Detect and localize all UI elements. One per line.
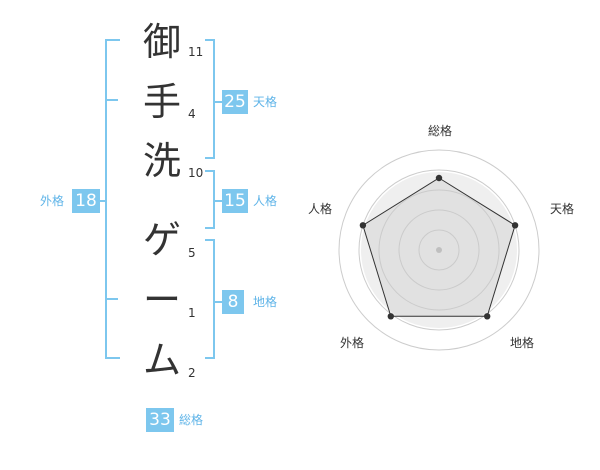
- radar-point-1: [435, 174, 443, 182]
- jinkaku-value-badge: 15: [222, 189, 248, 213]
- radar-axis-label-jinkaku: 人格: [308, 202, 333, 216]
- stroke-count-5: 1: [188, 306, 196, 320]
- name-char-4: ゲ: [142, 218, 181, 262]
- radar-ring-5: [418, 229, 460, 271]
- name-char-1: 御: [142, 20, 181, 64]
- gaikaku-bracket: [105, 39, 120, 359]
- radar-ring-4: [398, 209, 480, 291]
- tenkaku-value-badge: 25: [222, 90, 248, 114]
- radar-axis-label-soukaku: 総格: [428, 124, 453, 138]
- radar-point-5: [359, 222, 367, 229]
- radar-point-4: [387, 313, 394, 320]
- gaikaku-label: 外格: [40, 194, 65, 208]
- stroke-count-3: 10: [188, 166, 204, 180]
- stroke-count-1: 11: [188, 45, 204, 59]
- chikaku-value-badge: 8: [222, 290, 244, 314]
- radar-chart: [338, 149, 540, 351]
- radar-polygon: [362, 177, 516, 317]
- tenkaku-label: 天格: [253, 95, 278, 109]
- name-char-6: ム: [142, 338, 181, 382]
- radar-axis-label-chikaku: 地格: [510, 336, 535, 350]
- chikaku-bracket: [205, 239, 215, 359]
- radar-center-dot: [436, 247, 442, 253]
- radar-ring-2: [358, 169, 520, 331]
- jinkaku-bracket: [205, 170, 215, 229]
- radar-ring-3: [378, 189, 500, 311]
- gaikaku-value-badge: 18: [72, 189, 100, 213]
- radar-axis-label-gaikaku: 外格: [340, 336, 365, 350]
- soukaku-label: 総格: [179, 413, 204, 427]
- stroke-count-4: 5: [188, 246, 196, 260]
- name-char-5: ー: [142, 278, 181, 322]
- radar-point-3: [484, 313, 491, 320]
- radar-ring-1: [338, 149, 540, 351]
- jinkaku-label: 人格: [253, 194, 278, 208]
- radar-axis-label-tenkaku: 天格: [550, 202, 575, 216]
- soukaku-value-badge: 33: [146, 408, 174, 432]
- radar-point-2: [511, 222, 519, 229]
- tenkaku-bracket: [205, 39, 215, 159]
- chikaku-label: 地格: [253, 295, 278, 309]
- stroke-count-6: 2: [188, 366, 196, 380]
- name-char-3: 洗: [142, 139, 181, 183]
- name-char-2: 手: [142, 80, 181, 124]
- stroke-count-2: 4: [188, 107, 196, 121]
